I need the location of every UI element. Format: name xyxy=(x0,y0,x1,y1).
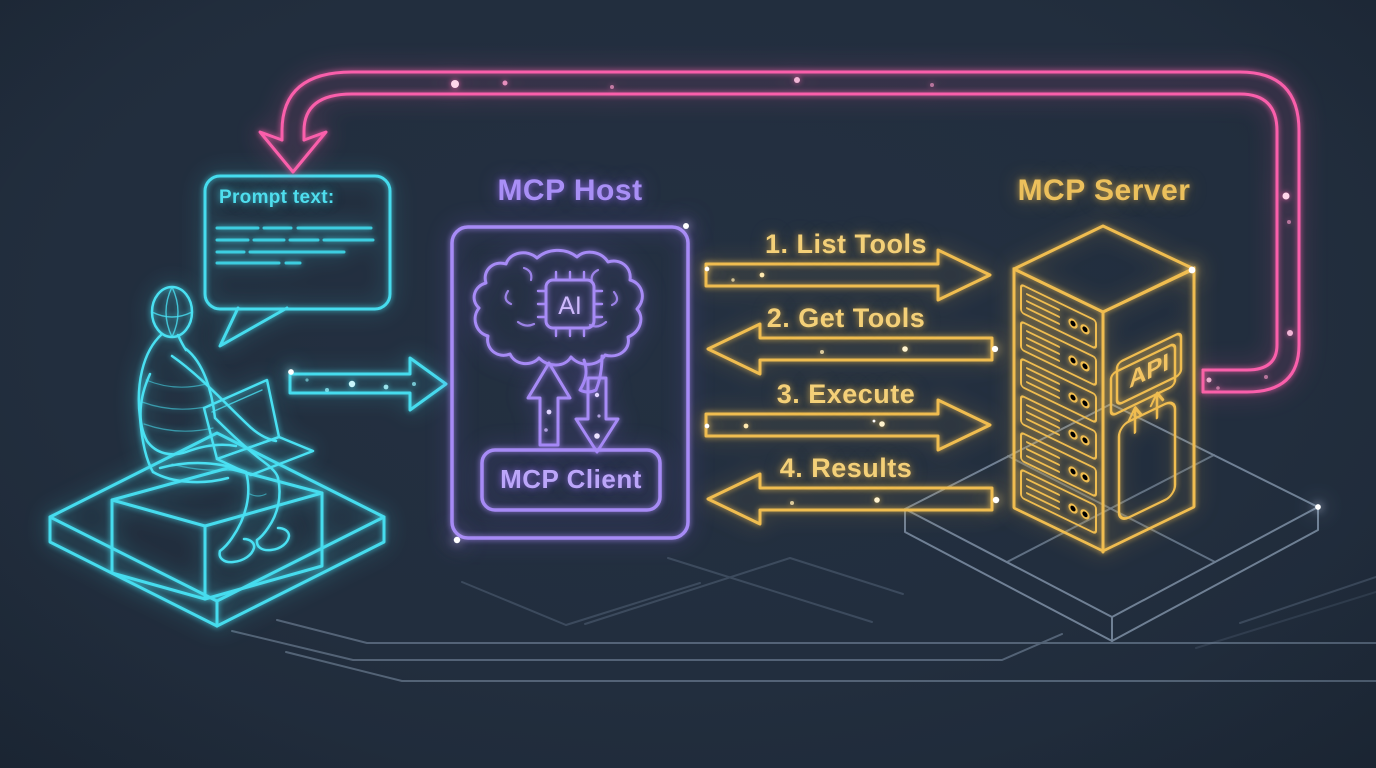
mcp-client-label: MCP Client xyxy=(500,464,642,494)
flow-label-results: 4. Results xyxy=(779,453,913,483)
hips xyxy=(151,470,230,484)
speech-bubble-tail xyxy=(218,306,289,348)
arrow-get-tools xyxy=(706,322,994,376)
mcp-host-box xyxy=(450,225,690,540)
server-side-face: API xyxy=(1101,266,1196,553)
seat-block xyxy=(110,466,324,601)
flow-arrows xyxy=(704,248,994,526)
user-platform xyxy=(48,431,386,628)
foot-far xyxy=(255,526,291,552)
flow-arrow-dots xyxy=(731,272,908,505)
up-arrow xyxy=(526,361,572,447)
server-top-face xyxy=(1012,224,1196,314)
sparkle-icon xyxy=(866,413,882,429)
return-arrowhead-left xyxy=(256,611,277,631)
brain-folds xyxy=(504,266,619,328)
prompt-bubble-title: Prompt text: xyxy=(219,187,335,208)
flow-label-list-tools: 1. List Tools xyxy=(764,229,927,259)
prompt-arrow xyxy=(288,356,448,412)
return-path-lines xyxy=(231,611,1376,682)
speech-bubble-icon xyxy=(203,174,392,348)
sparkle-icon xyxy=(1175,253,1209,287)
response-loop-arrow xyxy=(258,70,1301,394)
shin-far xyxy=(255,476,281,542)
arm-far xyxy=(170,354,278,443)
ai-chip-label: AI xyxy=(558,292,582,320)
thigh-far xyxy=(213,416,280,480)
loop-arrowhead-down xyxy=(258,130,328,174)
server-rack-icon: API xyxy=(1012,224,1196,554)
sparkle-icon xyxy=(440,523,474,557)
laptop-icon xyxy=(202,378,315,477)
arm-near xyxy=(139,372,238,456)
person-laptop-wireframe-icon xyxy=(137,285,315,564)
ai-brain-chip-icon: AI xyxy=(472,248,644,394)
server-front-face xyxy=(1012,267,1105,553)
arrow-results xyxy=(706,472,994,526)
down-arrow xyxy=(574,376,620,454)
server-platform xyxy=(904,403,1319,642)
mcp-server-title: MCP Server xyxy=(1017,174,1191,207)
flow-label-execute: 3. Execute xyxy=(776,379,916,409)
mcp-host-title: MCP Host xyxy=(497,174,643,207)
loop-sparkle-dots xyxy=(451,77,1293,390)
mcp-client-box xyxy=(480,448,662,512)
foot-near xyxy=(218,537,256,564)
floor-grid xyxy=(461,557,1376,649)
chip-pins xyxy=(536,270,604,338)
arrow-list-tools xyxy=(704,248,992,302)
flow-label-get-tools: 2. Get Tools xyxy=(766,303,926,333)
wireframe-lattice xyxy=(141,379,267,497)
api-port-outline xyxy=(1117,401,1177,520)
arrow-execute xyxy=(704,398,992,452)
prompt-text-lines xyxy=(215,226,375,265)
brain-outline xyxy=(472,248,644,367)
bidirectional-arrows-icon xyxy=(526,361,620,454)
head xyxy=(150,285,194,339)
shin-near xyxy=(218,470,250,553)
api-up-arrows xyxy=(1127,391,1165,434)
